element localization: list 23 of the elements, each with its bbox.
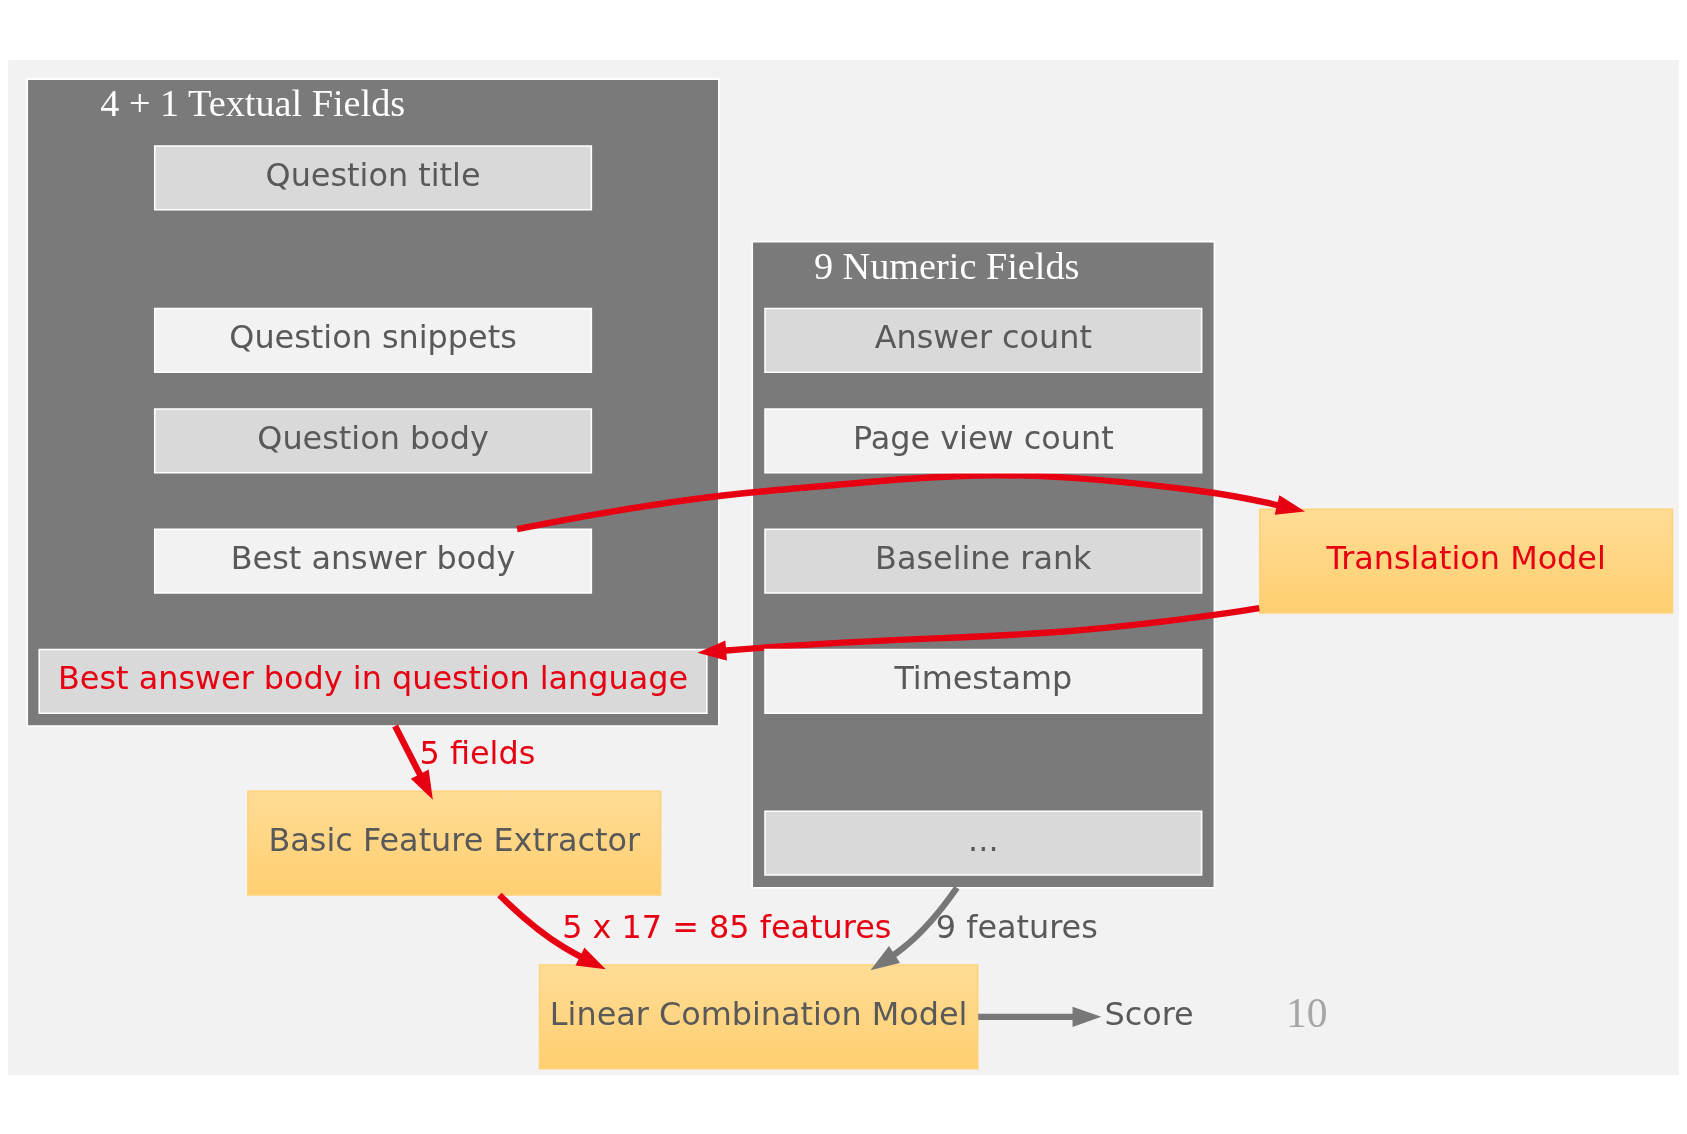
node-box: Answer count: [764, 307, 1203, 373]
node-box: Question body: [153, 407, 593, 473]
node-box: Question snippets: [153, 307, 593, 373]
arrow: [697, 604, 1260, 661]
node-box: Question title: [153, 144, 593, 211]
edge-label: 5 fields: [419, 733, 536, 772]
arrow: [978, 1006, 1102, 1027]
node-box: Best answer body: [153, 527, 593, 594]
edge-label: 5 x 17 = 85 features: [562, 907, 892, 946]
arrow: [497, 892, 606, 969]
node-text: Score: [1104, 994, 1194, 1033]
edge-label: 9 features: [935, 907, 1098, 946]
label: 10: [1286, 989, 1328, 1036]
node-box: Baseline rank: [764, 527, 1203, 594]
node-box: Page view count: [764, 407, 1203, 473]
node-box: ...: [764, 810, 1203, 876]
node-box: Linear Combination Model: [538, 963, 979, 1069]
arrow: [870, 885, 960, 970]
node-box: Translation Model: [1259, 508, 1674, 614]
arrow: [392, 724, 433, 800]
node-box: Basic Feature Extractor: [247, 790, 662, 896]
node-box: Timestamp: [764, 648, 1203, 714]
node-box: Best answer body in question language: [38, 648, 708, 714]
